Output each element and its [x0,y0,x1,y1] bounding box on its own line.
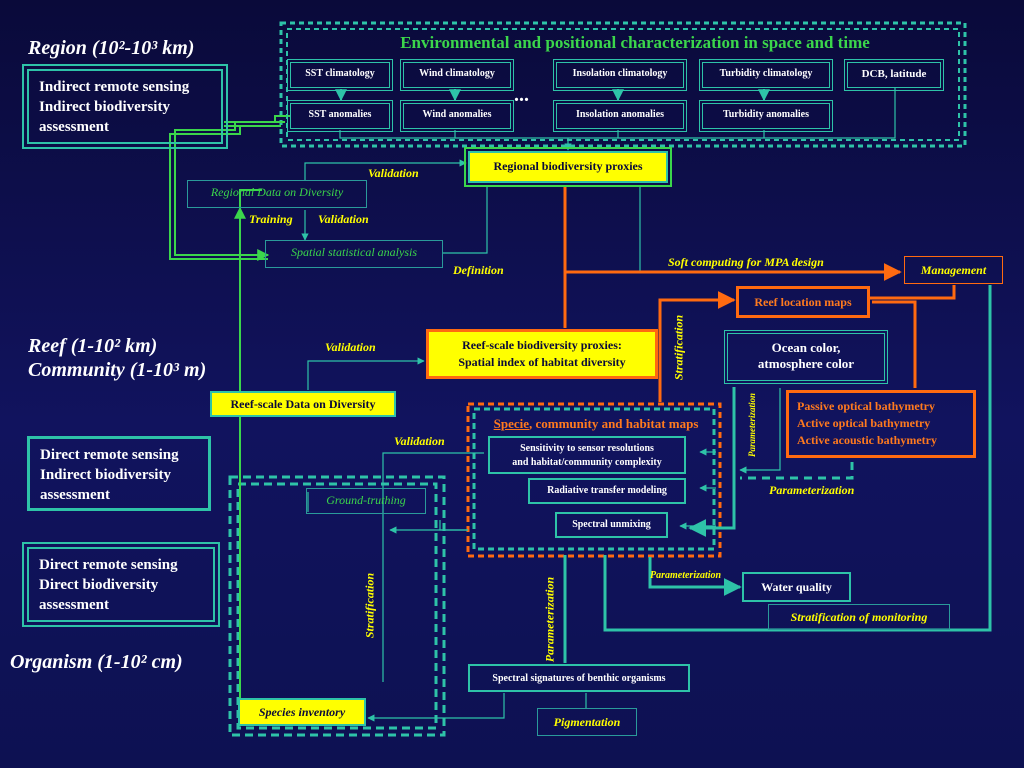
env-frame [279,21,967,148]
turbidity-anomalies-box: Turbidity anomalies [699,100,833,132]
regional-data-box: Regional Data on Diversity [187,180,367,208]
label-validation-2: Validation [318,212,369,226]
rtm-box: Radiative transfer modeling [528,478,686,504]
reef-data-box: Reef-scale Data on Diversity [210,391,396,417]
organism-frame [228,475,446,737]
dcb-latitude-box: DCB, latitude [844,59,944,91]
label-parameterization-4: Parameterization [650,570,722,581]
label-validation-1: Validation [368,166,419,180]
label-soft-computing: Soft computing for MPA design [668,255,824,269]
spectral-unmixing-box: Spectral unmixing [555,512,668,538]
label-validation-4: Validation [394,434,445,448]
label-stratification-1: Stratification [671,314,686,381]
insolation-climatology-box: Insolation climatology [553,59,687,91]
label-training: Training [249,212,293,226]
scale-region: Region (10²-10³ km) [28,37,195,59]
sst-climatology-box: SST climatology [287,59,393,91]
scale-community: Community (1-10³ m) [28,359,207,381]
wind-anomalies-box: Wind anomalies [400,100,514,132]
label-parameterization-1: Parameterization [747,393,757,458]
reef-proxies-box: Reef-scale biodiversity proxies: Spatial… [426,329,658,379]
wind-climatology-box: Wind climatology [400,59,514,91]
ground-truthing-box: Ground-truthing [306,488,426,514]
env-title: Environmental and positional characteriz… [400,33,870,52]
spectral-signatures-box: Spectral signatures of benthic organisms [468,664,690,692]
label-validation-3: Validation [325,340,376,354]
maps-title-rest: , community and habitat maps [529,416,699,431]
species-inventory-box: Species inventory [238,698,366,726]
strat-monitoring-box: Stratification of monitoring [768,604,950,630]
turbidity-climatology-box: Turbidity climatology [699,59,833,91]
ocean-color-box: Ocean color, atmosphere color [724,330,888,384]
scale-organism: Organism (1-10² cm) [10,651,183,673]
pigmentation-box: Pigmentation [537,708,637,736]
approach-direct-direct: Direct remote sensing Direct biodiversit… [22,542,220,627]
approach-indirect-indirect: Indirect remote sensing Indirect biodive… [22,64,228,149]
label-parameterization-2: Parameterization [769,483,855,497]
reef-location-maps-box: Reef location maps [736,286,870,318]
label-parameterization-3: Parameterization [542,576,557,663]
water-quality-box: Water quality [742,572,851,602]
spatial-stats-box: Spatial statistical analysis [265,240,443,268]
label-stratification-2: Stratification [362,572,377,639]
insolation-anomalies-box: Insolation anomalies [553,100,687,132]
sensitivity-box: Sensitivity to sensor resolutions and ha… [488,436,686,474]
maps-frame-orange [466,402,722,558]
ellipsis: ... [514,84,529,106]
scale-reef: Reef (1-10² km) [28,335,158,357]
sst-anomalies-box: SST anomalies [287,100,393,132]
maps-title: Specie, community and habitat maps [478,416,714,432]
label-definition: Definition [453,263,504,277]
approach-direct-indirect: Direct remote sensing Indirect biodivers… [27,436,211,511]
management-box: Management [904,256,1003,284]
regional-proxies-box: Regional biodiversity proxies [464,147,672,187]
bathymetry-box: Passive optical bathymetry Active optica… [786,390,976,458]
maps-title-specie: Specie [493,416,529,431]
